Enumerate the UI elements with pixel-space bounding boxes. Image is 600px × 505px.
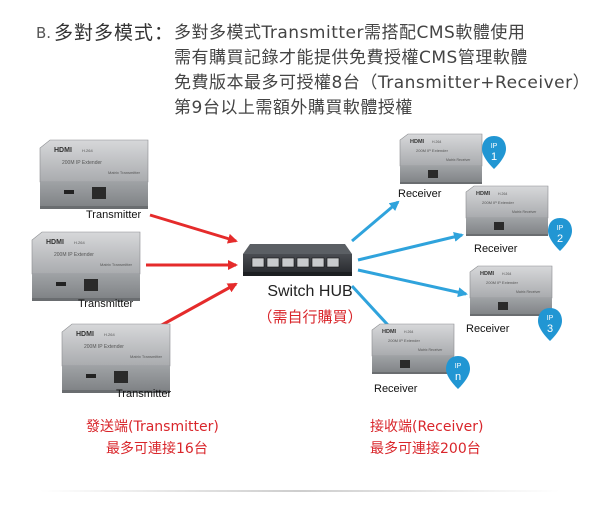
header: B. 多對多模式： 多對多模式Transmitter需搭配CMS軟體使用 需有購… xyxy=(0,0,600,120)
switch-hub xyxy=(243,244,352,276)
transmitter-device-1: HDMI H.264 200M IP Extender Matrix Trans… xyxy=(39,139,149,209)
receiver-caption-line-1: 接收端(Receiver) xyxy=(370,419,484,435)
product-label: 200M IP Extender xyxy=(54,252,94,258)
description-line-4: 第9台以上需額外購買軟體授權 xyxy=(174,98,413,118)
transmitter-caption-line-2: 最多可連接16台 xyxy=(106,441,208,457)
section-title: 多對多模式： xyxy=(54,22,175,44)
receiver-label-3: Receiver xyxy=(466,323,510,335)
model-label: H.264 xyxy=(404,330,413,334)
device-tag: Matrix Receiver xyxy=(418,348,443,352)
model-label: H.264 xyxy=(502,272,511,276)
device-tag: Matrix Receiver xyxy=(446,158,471,162)
ip-badge-label: IP xyxy=(547,315,554,322)
hdmi-logo: HDMI xyxy=(410,139,425,145)
description-line-1: 多對多模式Transmitter需搭配CMS軟體使用 xyxy=(174,23,526,43)
device-tag: Matrix Receiver xyxy=(516,290,541,294)
ip-badge-label: IP xyxy=(455,363,462,370)
ip-badge-number: 1 xyxy=(491,151,497,163)
receiver-device-1: HDMI H.264 200M IP Extender Matrix Recei… xyxy=(399,133,483,184)
model-label: H.264 xyxy=(498,192,507,196)
receiver-device-n: HDMI H.264 200M IP Extender Matrix Recei… xyxy=(371,323,455,374)
receiver-label-n: Receiver xyxy=(374,383,418,395)
receiver-device-3: HDMI H.264 200M IP Extender Matrix Recei… xyxy=(469,265,553,316)
model-label: H.264 xyxy=(104,332,115,337)
receiver-label-2: Receiver xyxy=(474,243,518,255)
receiver-device-2: HDMI H.264 200M IP Extender Matrix Recei… xyxy=(465,185,549,236)
ip-badge-label: IP xyxy=(491,143,498,150)
description-line-2: 需有購買記錄才能提供免費授權CMS管理軟體 xyxy=(174,48,528,68)
transmitter-label-1: Transmitter xyxy=(86,209,142,221)
product-label: 200M IP Extender xyxy=(486,280,519,285)
device-tag: Matrix Receiver xyxy=(512,210,537,214)
diagram-canvas: HDMI H.264 200M IP Extender Matrix Trans… xyxy=(31,133,572,393)
device-tag: Matrix Transmitter xyxy=(100,262,133,267)
hdmi-logo: HDMI xyxy=(480,271,495,277)
transmitter-device-3: HDMI H.264 200M IP Extender Matrix Trans… xyxy=(61,323,171,393)
model-label: H.264 xyxy=(82,148,93,153)
product-label: 200M IP Extender xyxy=(388,338,421,343)
transmitter-device-2: HDMI H.264 200M IP Extender Matrix Trans… xyxy=(31,231,141,301)
ip-badge-label: IP xyxy=(557,225,564,232)
product-label: 200M IP Extender xyxy=(416,148,449,153)
description-line-3: 免費版本最多可授權8台（Transmitter+Receiver） xyxy=(174,73,591,93)
transmitter-label-3: Transmitter xyxy=(116,388,172,400)
device-tag: Matrix Transmitter xyxy=(130,354,163,359)
transmitter-caption: 發送端(Transmitter) 最多可連接16台 xyxy=(86,416,219,460)
receiver-label-1: Receiver xyxy=(398,188,442,200)
switch-hub-note: （需自行購買） xyxy=(257,308,363,326)
ip-badge-2: IP 2 xyxy=(548,218,572,251)
hdmi-logo: HDMI xyxy=(46,239,64,246)
product-label: 200M IP Extender xyxy=(62,160,102,166)
footer-divider xyxy=(40,490,560,492)
hdmi-logo: HDMI xyxy=(76,331,94,338)
product-label: 200M IP Extender xyxy=(84,344,124,350)
receiver-caption-line-2: 最多可連接200台 xyxy=(370,441,481,457)
receiver-caption: 接收端(Receiver) 最多可連接200台 xyxy=(370,416,484,460)
product-label: 200M IP Extender xyxy=(482,200,515,205)
transmitter-caption-line-1: 發送端(Transmitter) xyxy=(86,419,219,435)
section-prefix: B. xyxy=(36,24,52,42)
model-label: H.264 xyxy=(432,140,441,144)
arrow-tx1-to-switch xyxy=(149,213,238,244)
switch-hub-label: Switch HUB xyxy=(267,283,353,300)
model-label: H.264 xyxy=(74,240,85,245)
ip-badge-number: 2 xyxy=(557,233,563,245)
ip-badge-number: n xyxy=(455,371,461,383)
device-tag: Matrix Transmitter xyxy=(108,170,141,175)
network-diagram: HDMI H.264 200M IP Extender Matrix Trans… xyxy=(0,120,600,505)
ip-badge-number: 3 xyxy=(547,323,553,335)
ip-badge-1: IP 1 xyxy=(482,136,506,169)
arrow-tx3-to-switch xyxy=(159,282,238,328)
arrow-switch-to-rx1 xyxy=(351,200,400,243)
ip-badge-n: IP n xyxy=(446,356,470,389)
arrow-switch-to-rx3 xyxy=(357,268,468,298)
hdmi-logo: HDMI xyxy=(382,329,397,335)
hdmi-logo: HDMI xyxy=(476,191,491,197)
hdmi-logo: HDMI xyxy=(54,147,72,154)
ip-badge-3: IP 3 xyxy=(538,308,562,341)
arrow-switch-to-rx2 xyxy=(357,232,464,262)
transmitter-label-2: Transmitter xyxy=(78,298,134,310)
